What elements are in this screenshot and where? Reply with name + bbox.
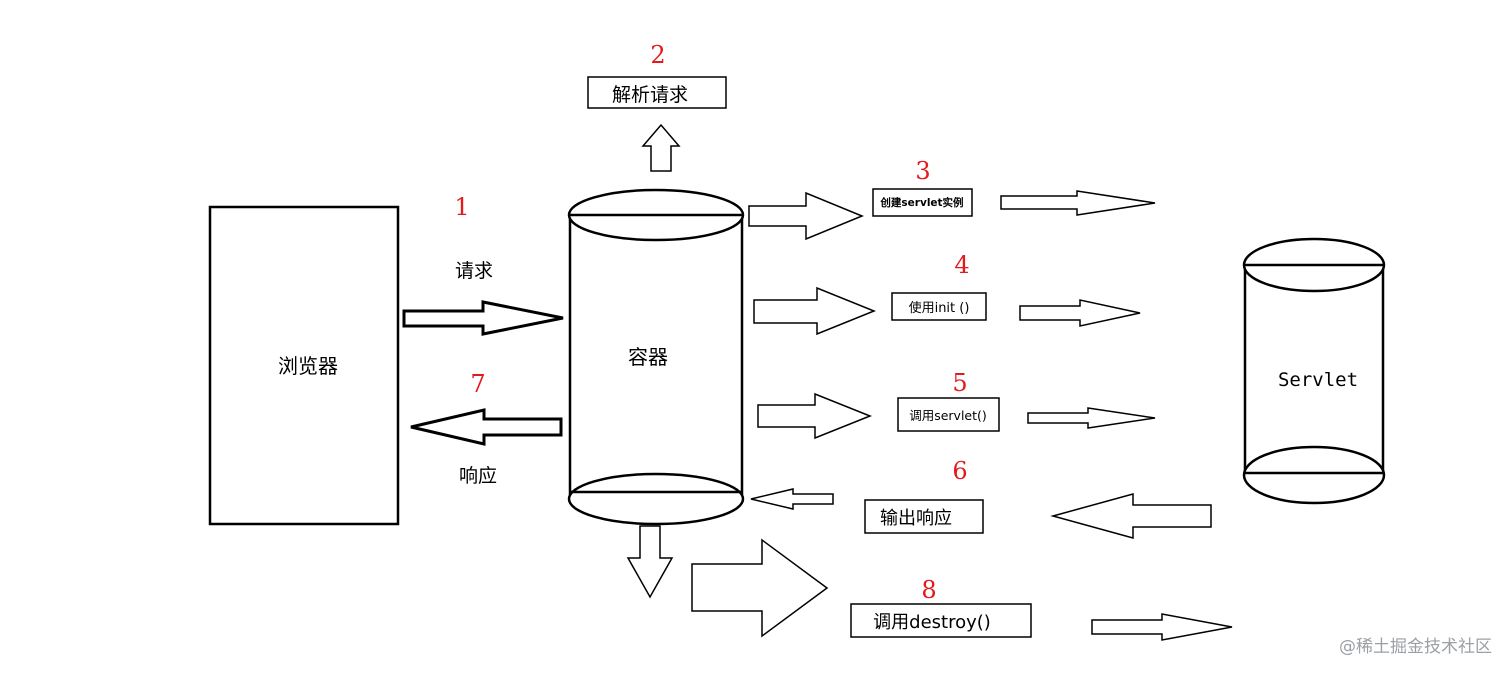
- step-3-create-instance: 3 创建servlet实例: [748, 157, 1156, 241]
- step-4-label: 使用init (): [909, 300, 970, 316]
- step-2-parse-request: 2 解析请求: [587, 41, 727, 172]
- response-arrow: [410, 408, 563, 446]
- step-6-number: 6: [952, 457, 967, 485]
- step-5-box: [897, 397, 1000, 432]
- step-7-number: 7: [470, 370, 485, 398]
- request-arrow: [402, 300, 564, 336]
- step-3-number: 3: [915, 157, 930, 185]
- step-4-out-arrow: [1019, 299, 1141, 327]
- step-2-number: 2: [650, 41, 665, 69]
- step-5-call-servlet: 5 调用servlet(): [757, 369, 1156, 440]
- step-6-container-arrow: [750, 488, 834, 510]
- step-8-label: 调用destroy(): [873, 612, 991, 633]
- step-1-number: 1: [454, 193, 469, 221]
- step-2-box: [587, 76, 727, 109]
- step-1-request: 1 请求: [402, 193, 564, 336]
- step-8-number: 8: [921, 576, 936, 604]
- servlet-label: Servlet: [1278, 369, 1358, 391]
- step-4-init: 4 使用init (): [753, 251, 1141, 336]
- browser-label: 浏览器: [278, 354, 338, 378]
- watermark-text: @稀土掘金技术社区: [1339, 637, 1492, 657]
- step-8-destroy: 8 调用destroy(): [626, 525, 1233, 641]
- step-6-servlet-arrow: [1050, 493, 1212, 539]
- step-6-output-response: 6 输出响应: [750, 457, 1212, 539]
- servlet-node: Servlet: [1242, 237, 1386, 505]
- step-8-box: [850, 603, 1032, 638]
- parse-up-arrow: [641, 123, 681, 172]
- destroy-down-arrow: [626, 525, 674, 599]
- step-3-in-arrow: [748, 191, 864, 241]
- step-2-label: 解析请求: [612, 84, 688, 106]
- step-5-out-arrow: [1027, 407, 1156, 429]
- step-4-number: 4: [954, 251, 969, 279]
- step-7-response: 7 响应: [410, 370, 563, 487]
- step-8-in-arrow: [691, 538, 829, 638]
- step-4-in-arrow: [753, 286, 877, 336]
- step-3-out-arrow: [1000, 190, 1156, 216]
- step-1-label: 请求: [455, 260, 493, 282]
- container-label: 容器: [628, 345, 668, 369]
- step-8-out-arrow: [1091, 613, 1233, 641]
- step-3-box: [872, 188, 973, 217]
- container-node: 容器: [567, 188, 745, 526]
- step-6-label: 输出响应: [880, 508, 952, 529]
- step-6-box: [864, 499, 984, 534]
- step-3-label: 创建servlet实例: [879, 196, 963, 209]
- step-5-number: 5: [952, 369, 967, 397]
- step-5-label: 调用servlet(): [909, 408, 987, 423]
- step-4-box: [891, 292, 987, 321]
- step-7-label: 响应: [459, 465, 497, 487]
- browser-node: 浏览器: [208, 205, 400, 526]
- step-5-in-arrow: [757, 392, 873, 440]
